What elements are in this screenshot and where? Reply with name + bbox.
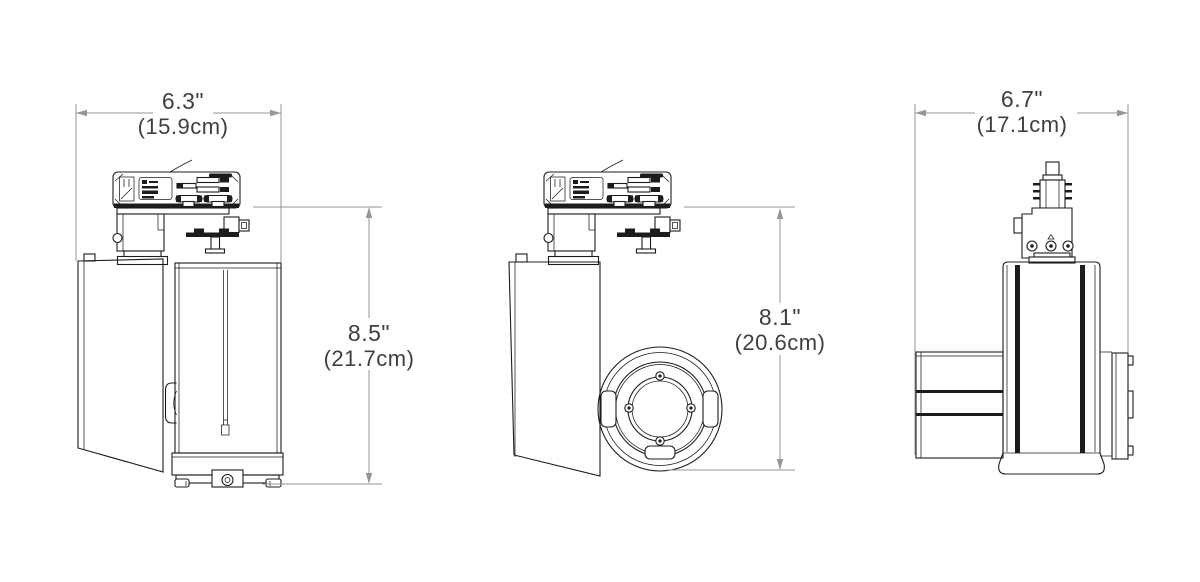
trim-ring — [171, 452, 284, 488]
orientation-mark — [1047, 233, 1055, 240]
view-center: 8.1" (20.6cm) — [508, 159, 826, 477]
arrow-right — [270, 109, 281, 117]
dim-label-inches: 8.1" — [759, 304, 801, 330]
extension-lines — [666, 206, 795, 471]
dim-label-cm: (20.6cm) — [735, 330, 826, 355]
dim-label-inches: 8.5" — [348, 320, 390, 346]
lens-inner-ring — [627, 376, 693, 442]
plate-clip-bottom — [1127, 445, 1134, 456]
dim-label-cm: (21.7cm) — [324, 346, 415, 371]
cylinder-end — [998, 261, 1105, 475]
lens-screws — [624, 371, 696, 446]
extension-lines — [914, 104, 1129, 455]
extension-lines — [253, 206, 382, 485]
back-plate-edge-panel — [1111, 352, 1134, 460]
adapter-base-flange — [1028, 256, 1076, 264]
plate-clip-top — [1127, 355, 1134, 366]
housing-profile-panel — [915, 351, 1004, 459]
fixture-body-left — [77, 253, 284, 488]
cylinder-housing — [164, 262, 282, 454]
dim-label-inches: 6.7" — [1001, 86, 1043, 112]
dim-label-cm: (15.9cm) — [138, 114, 229, 139]
dim-height-center: 8.1" (20.6cm) — [666, 206, 826, 471]
view-left: 6.3" (15.9cm) 8.5" (21.7cm) — [75, 88, 415, 488]
arrow-bottom — [365, 473, 373, 484]
side-clip — [164, 382, 177, 424]
lens-tab-south — [644, 445, 676, 460]
foot-right — [265, 478, 282, 488]
arrow-right — [1117, 109, 1128, 117]
housing-seam — [223, 270, 228, 425]
plate-clip-middle — [1127, 390, 1134, 419]
fixture-body-right — [915, 261, 1134, 475]
trim-screw — [221, 473, 234, 487]
back-plate-tab — [83, 253, 96, 262]
arrow-top — [776, 208, 784, 219]
heatsink-back-plate — [77, 258, 164, 473]
adapter-stem-top — [1045, 161, 1060, 176]
lens-outer-ring — [597, 346, 723, 472]
foot-left — [174, 478, 190, 488]
extension-lines — [75, 104, 282, 262]
dim-label-inches: 6.3" — [162, 88, 204, 114]
bracket-side-tab — [1013, 217, 1023, 234]
track-adapter-right — [1013, 161, 1076, 264]
fixture-body-center — [508, 253, 723, 477]
heatsink-back-plate — [508, 261, 601, 477]
adapter-contact-pins — [1033, 183, 1072, 200]
track-adapter-left — [112, 159, 250, 266]
dim-label-cm: (17.1cm) — [977, 112, 1068, 137]
screw-block — [211, 469, 244, 488]
dim-width-right: 6.7" (17.1cm) — [914, 86, 1129, 455]
trim-flare — [998, 452, 1105, 475]
arrow-bottom — [776, 459, 784, 470]
arrow-left — [76, 109, 87, 117]
bracket-screws — [1026, 233, 1074, 252]
adapter-stem-column — [1039, 179, 1066, 209]
lens-face — [597, 346, 723, 472]
dim-height-left: 8.5" (21.7cm) — [253, 206, 415, 485]
view-right: 6.7" (17.1cm) — [914, 86, 1134, 475]
track-adapter-center — [543, 159, 681, 266]
dim-width-left: 6.3" (15.9cm) — [75, 88, 282, 262]
arrow-left — [915, 109, 926, 117]
lens-tab-east — [702, 390, 719, 428]
arrow-top — [365, 207, 373, 218]
lens-tab-west — [600, 390, 617, 428]
back-plate-tab — [515, 253, 528, 263]
